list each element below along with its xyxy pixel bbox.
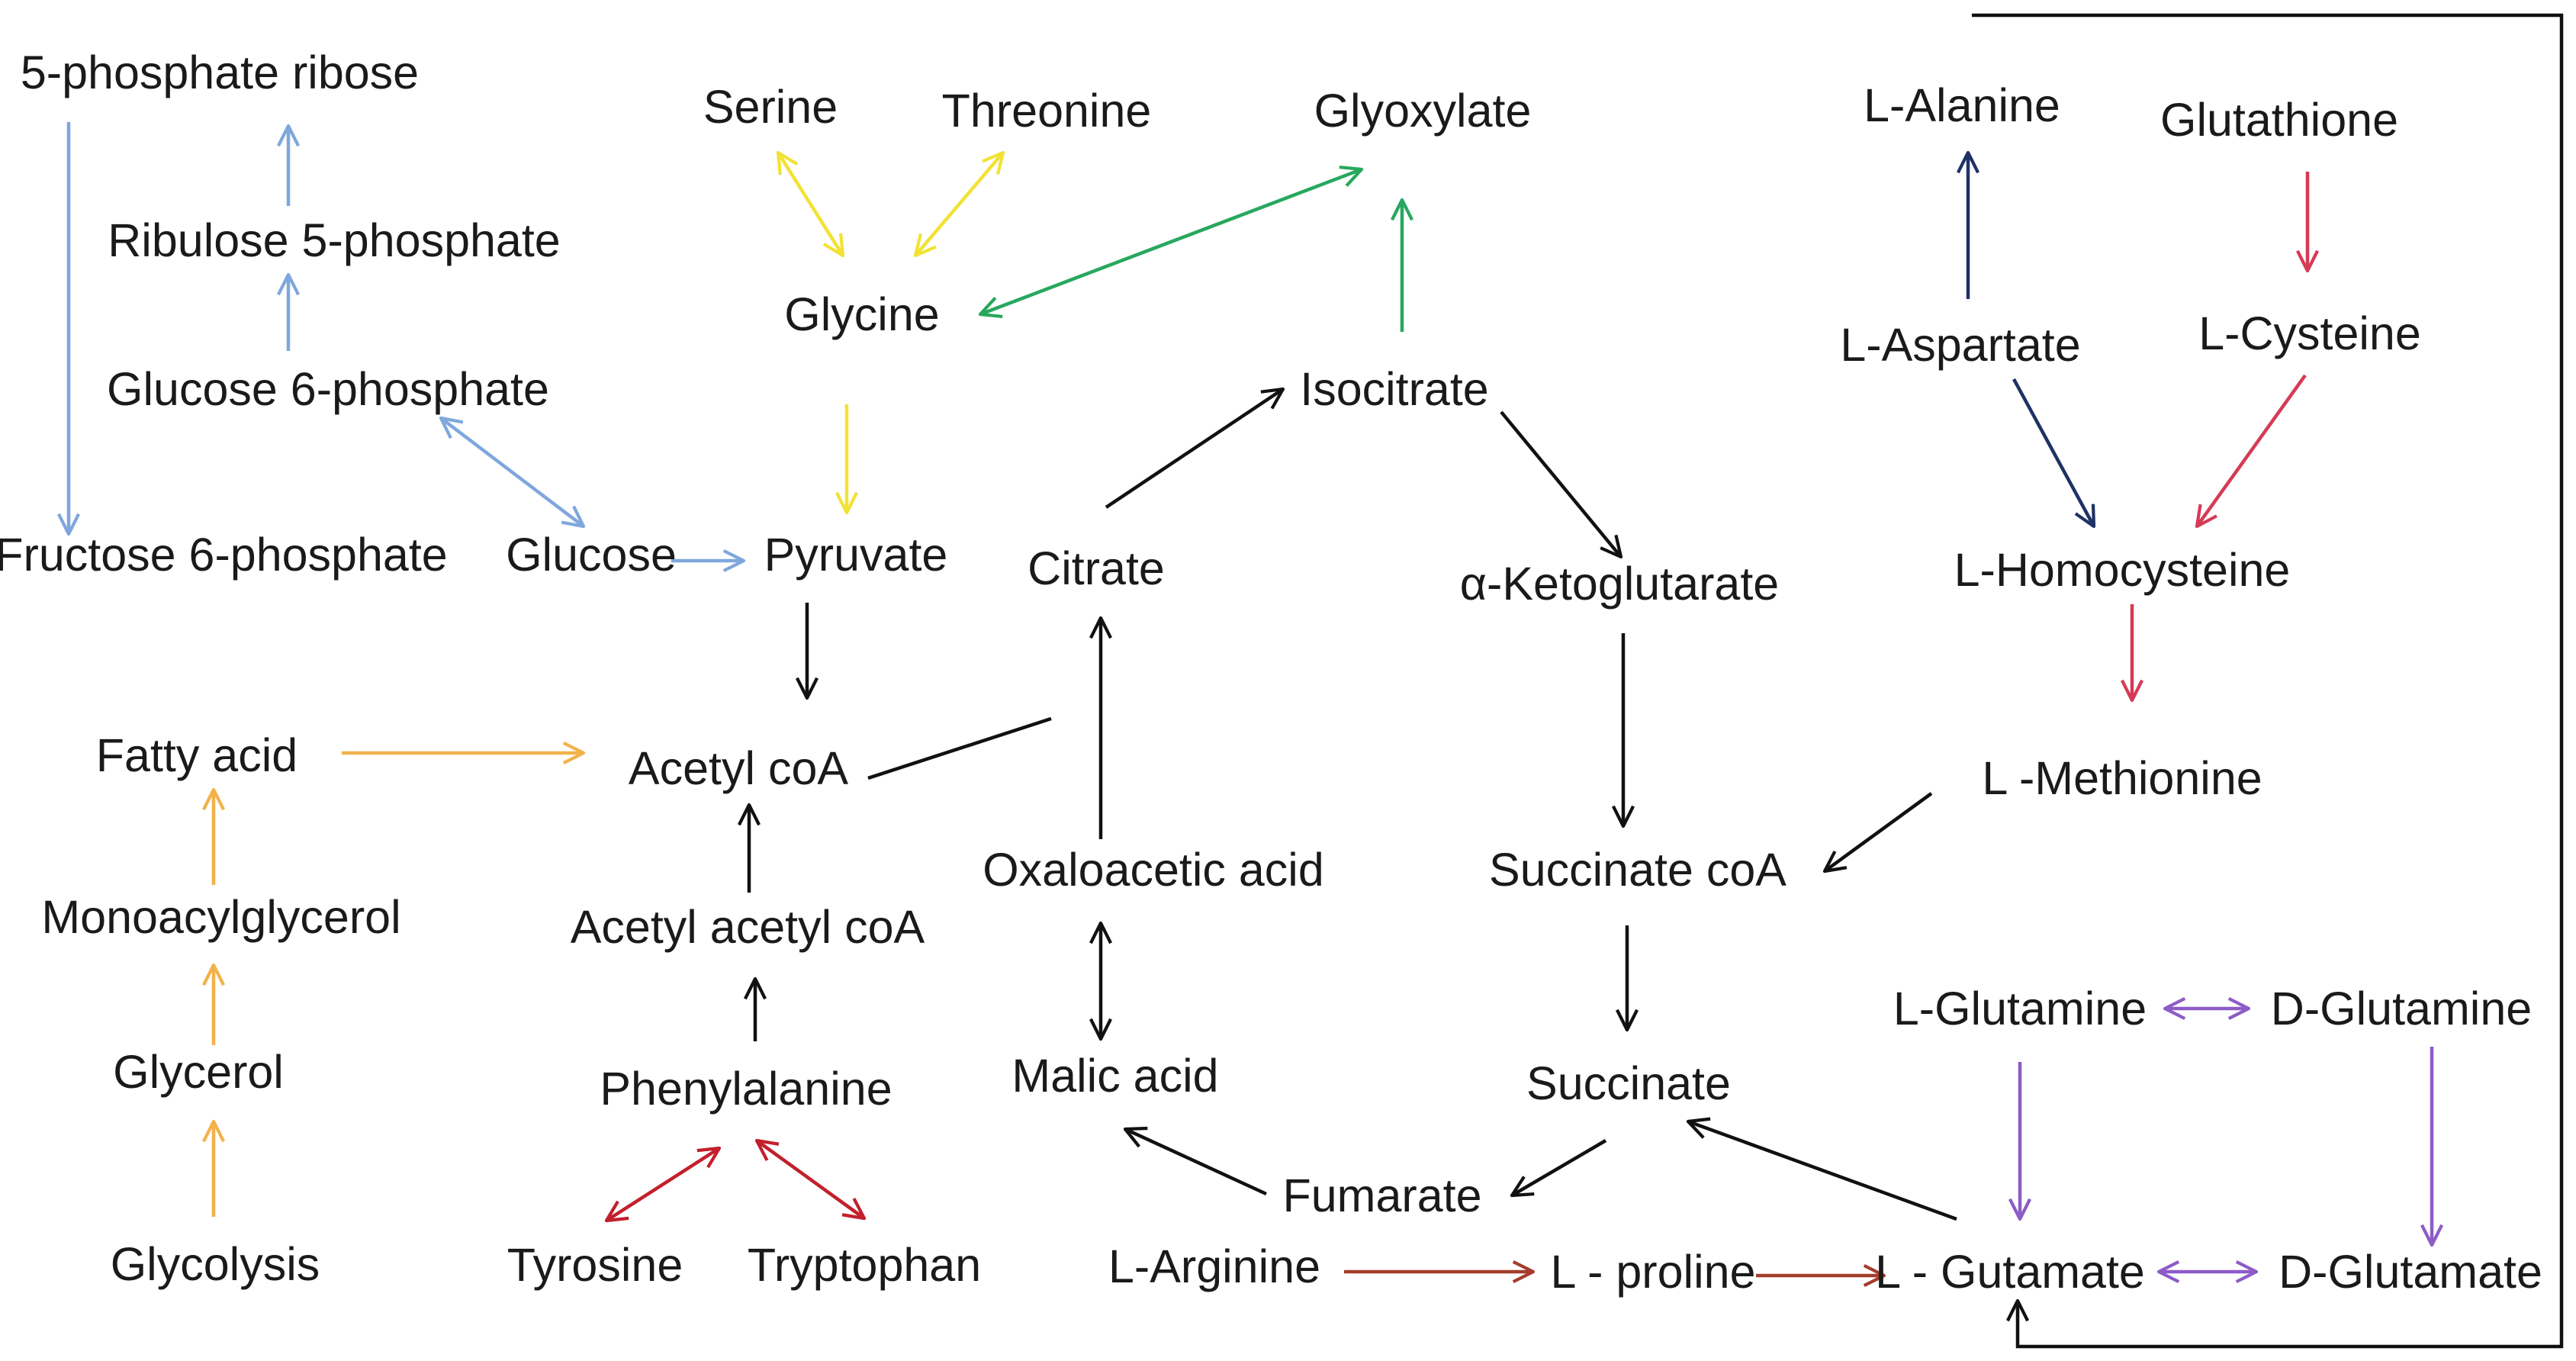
node-dglutamate: D-Glutamate	[2279, 1246, 2542, 1298]
node-succinate: Succinate	[1526, 1057, 1731, 1109]
edge-aspartate-to-homocysteine	[2012, 378, 2096, 529]
node-pyruvate: Pyruvate	[764, 529, 948, 581]
edge-glucose6p-to-glucose	[439, 416, 586, 529]
node-serine: Serine	[703, 81, 838, 133]
node-threonine: Threonine	[942, 85, 1152, 137]
node-isocitrate: Isocitrate	[1300, 363, 1489, 415]
node-glycolysis: Glycolysis	[111, 1238, 320, 1290]
node-glucose: Glucose	[506, 529, 677, 581]
edge-acetylcoa-to-citrate	[867, 716, 1052, 780]
edge-phenylalanine-to-tyrosine	[604, 1146, 722, 1223]
edge-glycine-to-glyoxylate	[978, 165, 1364, 319]
edge-phenylalanine-to-tryptophan	[754, 1138, 867, 1221]
node-acetylcoa: Acetyl coA	[629, 742, 848, 794]
node-acetylacetylcoa: Acetyl acetyl coA	[571, 901, 925, 953]
node-glutathione: Glutathione	[2160, 94, 2398, 146]
node-fructose6p: Fructose 6-phosphate	[0, 529, 448, 581]
edge-succinate-to-fumarate	[1510, 1139, 1607, 1198]
node-citrate: Citrate	[1028, 542, 1165, 594]
edge-fumarate-to-malic	[1123, 1126, 1267, 1196]
node-fumarate: Fumarate	[1282, 1170, 1481, 1221]
node-glucose6p: Glucose 6-phosphate	[107, 363, 549, 415]
node-monoacylglycerol: Monoacylglycerol	[41, 891, 400, 943]
node-tyrosine: Tyrosine	[507, 1239, 683, 1291]
node-glyoxylate: Glyoxylate	[1314, 85, 1532, 137]
node-glycerol: Glycerol	[113, 1046, 284, 1098]
edge-citrate-to-isocitrate	[1105, 387, 1285, 509]
node-homocysteine: L-Homocysteine	[1954, 544, 2291, 596]
node-oxaloacetic: Oxaloacetic acid	[982, 844, 1324, 896]
edge-lglutamate-to-succinate	[1686, 1117, 1957, 1221]
node-glycine: Glycine	[784, 288, 939, 340]
node-lglutamine: L-Glutamine	[1893, 983, 2147, 1034]
edge-isocitrate-to-aketoglutarate	[1500, 410, 1623, 559]
node-malic: Malic acid	[1011, 1050, 1218, 1102]
node-succinatecoa: Succinate coA	[1489, 844, 1786, 896]
node-ribose5p: 5-phosphate ribose	[21, 47, 419, 98]
edge-methionine-to-succinatecoa	[1822, 792, 1933, 874]
node-aspartate: L-Aspartate	[1840, 319, 2080, 371]
node-fattyacid: Fatty acid	[96, 729, 297, 781]
node-arginine: L-Arginine	[1108, 1240, 1320, 1292]
edge-glycine-to-serine	[776, 150, 845, 258]
node-alanine: L-Alanine	[1864, 79, 2060, 131]
node-proline: L - proline	[1551, 1246, 1756, 1298]
edge-cysteine-to-homocysteine	[2195, 374, 2307, 529]
node-methionine: L -Methionine	[1982, 752, 2262, 804]
node-dglutamine: D-Glutamine	[2271, 983, 2532, 1034]
node-aketoglutarate: α-Ketoglutarate	[1460, 558, 1779, 610]
node-tryptophan: Tryptophan	[748, 1239, 981, 1291]
node-cysteine: L-Cysteine	[2198, 307, 2421, 359]
edge-alanine-to-lglutamate	[1972, 13, 2564, 1349]
node-lglutamate: L - Gutamate	[1875, 1246, 2145, 1298]
node-ribulose5p: Ribulose 5-phosphate	[108, 214, 560, 266]
node-phenylalanine: Phenylalanine	[600, 1063, 892, 1115]
